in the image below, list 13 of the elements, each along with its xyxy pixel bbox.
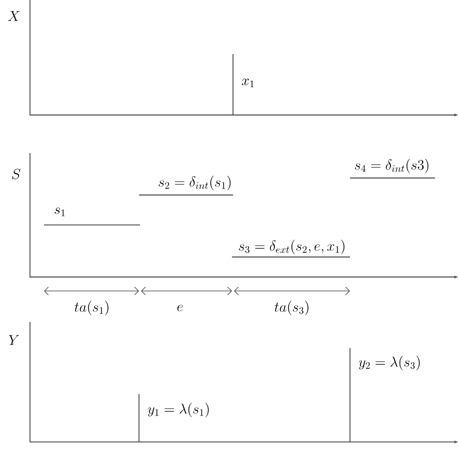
output-label: $y_1 = \lambda(s_1)$ <box>148 402 209 418</box>
state-label: $s_4 = \delta_{int}(s3)$ <box>354 158 428 174</box>
interval-label: $e$ <box>177 304 183 312</box>
axis-label: $S$ <box>12 168 20 180</box>
state-label: $s_2 = \delta_{int}(s_1)$ <box>158 176 231 190</box>
axis-label: $X$ <box>8 11 20 21</box>
state-label: $s_1$ <box>54 208 65 216</box>
state-label: $s_3 = \delta_{ext}(s_2, e, x_1)$ <box>238 240 344 254</box>
interval-label: $ta(s_1)$ <box>74 300 108 316</box>
output-label: $y_2 = \lambda(s_3)$ <box>358 356 420 370</box>
interval-label: $ta(s_3)$ <box>274 300 308 316</box>
event-label: $x_1$ <box>242 78 254 88</box>
axis-label: $Y$ <box>8 335 20 345</box>
